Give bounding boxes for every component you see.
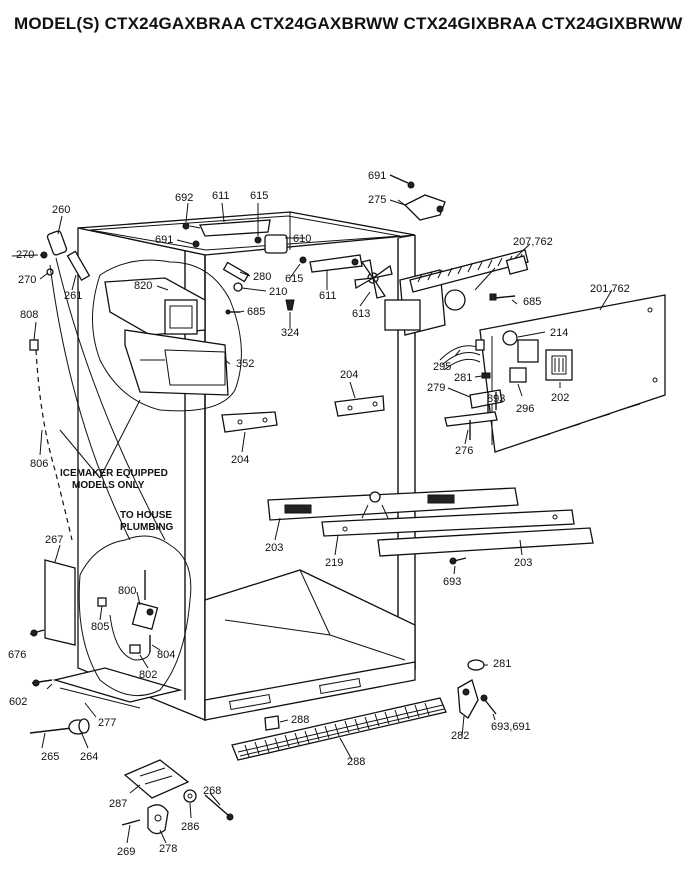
fan-assembly [354, 249, 529, 336]
cabinet-body [52, 211, 416, 721]
divider-parts [221, 395, 594, 565]
part-label: 820 [134, 280, 152, 292]
leader-lines [11, 199, 613, 844]
part-labels: 691 275 692 611 615 691 610 207,762 260 … [8, 170, 630, 858]
part-label: 203 [265, 542, 283, 554]
part-label: 288 [291, 714, 309, 726]
icemaker-note-line1: ICEMAKER EQUIPPED [60, 468, 168, 479]
part-label: 204 [340, 369, 358, 381]
part-label: 288 [347, 756, 365, 768]
part-label: 893 [487, 393, 505, 405]
part-label: 275 [368, 194, 386, 206]
part-label: 267 [45, 534, 63, 546]
part-label: 611 [212, 190, 230, 202]
part-label: 204 [231, 454, 249, 466]
part-label: 280 [253, 271, 271, 283]
part-label: 277 [98, 717, 116, 729]
part-label: 210 [269, 286, 287, 298]
part-label: 676 [8, 649, 26, 661]
part-label: 269 [117, 846, 135, 858]
part-label: 692 [175, 192, 193, 204]
part-label: 800 [118, 585, 136, 597]
part-label: 802 [139, 669, 157, 681]
model-header: MODEL(S) CTX24GAXBRAA CTX24GAXBRWW CTX24… [14, 14, 683, 33]
part-label: 281 [493, 658, 511, 670]
plumbing-inset [78, 535, 192, 697]
bottom-parts [121, 659, 497, 835]
part-label: 804 [157, 649, 175, 661]
part-label: 286 [181, 821, 199, 833]
part-label: 281 [454, 372, 472, 384]
part-label: 270 [16, 249, 34, 261]
part-label: 270 [18, 274, 36, 286]
part-label: 268 [203, 785, 221, 797]
part-label: 203 [514, 557, 532, 569]
part-label: 691 [368, 170, 386, 182]
part-label: 615 [250, 190, 268, 202]
plumbing-note-line1: TO HOUSE [120, 510, 172, 521]
part-label: 207,762 [513, 236, 553, 248]
top-hardware [182, 174, 446, 315]
part-label: 693,691 [491, 721, 531, 733]
part-label: 287 [109, 798, 127, 810]
part-label: 808 [20, 309, 38, 321]
part-label: 278 [159, 843, 177, 855]
part-label: 214 [550, 327, 568, 339]
part-label: 324 [281, 327, 299, 339]
plumbing-note-line2: PLUMBING [120, 522, 174, 533]
part-label: 276 [455, 445, 473, 457]
part-label: 806 [30, 458, 48, 470]
part-label: 202 [551, 392, 569, 404]
icemaker-note-line2: MODELS ONLY [72, 480, 145, 491]
part-label: 201,762 [590, 283, 630, 295]
part-label: 691 [155, 234, 173, 246]
part-label: 615 [285, 273, 303, 285]
part-label: 264 [80, 751, 98, 763]
part-label: 219 [325, 557, 343, 569]
part-label: 611 [319, 290, 337, 302]
left-fittings [29, 230, 166, 735]
part-label: 279 [427, 382, 445, 394]
part-label: 282 [451, 730, 469, 742]
icemaker-inset [92, 259, 242, 412]
part-label: 610 [293, 233, 311, 245]
part-label: 261 [64, 290, 82, 302]
part-label: 265 [41, 751, 59, 763]
part-label: 260 [52, 204, 70, 216]
part-label: 685 [247, 306, 265, 318]
part-label: 693 [443, 576, 461, 588]
part-label: 352 [236, 358, 254, 370]
part-label: 295 [433, 361, 451, 373]
part-label: 296 [516, 403, 534, 415]
part-label: 805 [91, 621, 109, 633]
part-label: 685 [523, 296, 541, 308]
part-label: 602 [9, 696, 27, 708]
back-panel [439, 294, 666, 453]
part-label: 613 [352, 308, 370, 320]
